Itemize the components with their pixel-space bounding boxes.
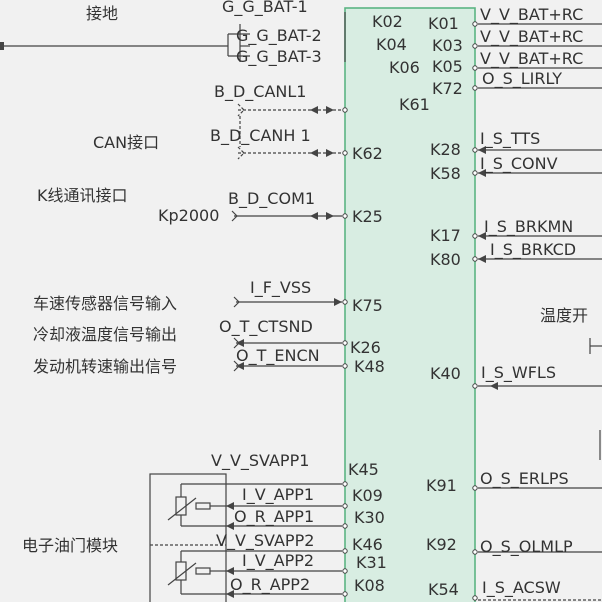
pin-k75: K75 — [352, 296, 383, 315]
left-signal-names: G_G_BAT-1 G_G_BAT-2 G_G_BAT-3 B_D_CANL1 … — [210, 0, 322, 595]
throttle-module-wiring — [149, 473, 348, 602]
signal-erlps: O_S_ERLPS — [480, 469, 569, 489]
signal-conv: I_S_CONV — [480, 154, 558, 174]
label-throttle-module: 电子油门模块 — [22, 536, 118, 555]
pin-k80: K80 — [430, 250, 461, 269]
signal-tts: I_S_TTS — [480, 129, 540, 149]
label-engine-speed: 发动机转速输出信号 — [33, 357, 177, 376]
signal-app1: I_V_APP1 — [242, 485, 314, 505]
signal-canl1: B_D_CANL1 — [214, 82, 306, 102]
pin-k54: K54 — [428, 580, 459, 599]
pin-k92: K92 — [426, 535, 457, 554]
pin-k03: K03 — [432, 36, 463, 55]
pin-k46: K46 — [352, 535, 383, 554]
signal-svapp1: V_V_SVAPP1 — [211, 451, 309, 471]
signal-rapp1: O_R_APP1 — [234, 507, 314, 527]
signal-gbat2: G_G_BAT-2 — [236, 26, 322, 46]
pin-k28: K28 — [430, 140, 461, 159]
right-labels: 温度开 — [540, 306, 588, 325]
signal-vbat-rc-1: V_V_BAT+RC — [480, 5, 583, 25]
signal-svapp2: V_V_SVAPP2 — [216, 531, 314, 551]
pin-k45: K45 — [348, 460, 379, 479]
can-wiring — [237, 103, 348, 160]
pin-k09: K09 — [352, 486, 383, 505]
signal-vbat-rc-2: V_V_BAT+RC — [480, 27, 583, 47]
pin-k06: K06 — [389, 58, 420, 77]
pin-k26: K26 — [350, 338, 381, 357]
signal-encn: O_T_ENCN — [236, 346, 320, 366]
signal-olmlp: O_S_OLMLP — [480, 537, 573, 557]
label-temp-switch: 温度开 — [540, 306, 588, 325]
right-pin-labels: K01 K03 K05 K72 K28 K58 K17 K80 K40 K91 … — [426, 14, 463, 599]
signal-brkmn: I_S_BRKMN — [484, 217, 573, 237]
pin-k31: K31 — [356, 553, 387, 572]
pin-k40: K40 — [430, 364, 461, 383]
signal-ctsnd: O_T_CTSND — [219, 317, 313, 337]
left-pin-labels: K02 K04 K06 K61 K62 K25 K75 K26 K48 K45 … — [348, 12, 430, 595]
signal-rapp2: O_R_APP2 — [230, 575, 310, 595]
pin-k72: K72 — [432, 79, 463, 98]
label-vss: 车速传感器信号输入 — [33, 294, 177, 313]
right-signal-names: V_V_BAT+RC V_V_BAT+RC V_V_BAT+RC O_S_LIR… — [480, 5, 583, 598]
signal-vss: I_F_VSS — [250, 278, 311, 298]
signal-brkcd: I_S_BRKCD — [490, 240, 576, 260]
signal-acsw: I_S_ACSW — [482, 578, 561, 598]
sensor-wiring — [233, 296, 348, 372]
right-wiring — [472, 21, 602, 601]
signal-wfls: I_S_WFLS — [481, 363, 556, 383]
left-labels: 接地 CAN接口 K线通讯接口 Kp2000 车速传感器信号输入 冷却液温度信号… — [22, 4, 219, 555]
pin-k01: K01 — [428, 14, 459, 33]
signal-gbat3: G_G_BAT-3 — [236, 47, 322, 67]
pin-k05: K05 — [432, 57, 463, 76]
signal-com1: B_D_COM1 — [228, 189, 315, 209]
signal-vbat-rc-3: V_V_BAT+RC — [480, 49, 583, 69]
pin-k62: K62 — [352, 144, 383, 163]
kline-wiring — [231, 210, 348, 222]
ecu-module-box — [344, 7, 476, 602]
label-coolant: 冷却液温度信号输出 — [33, 325, 177, 344]
ground-wiring — [0, 12, 346, 62]
pin-k04: K04 — [376, 35, 407, 54]
pin-k02: K02 — [372, 12, 403, 31]
pin-k25: K25 — [352, 207, 383, 226]
pin-k61: K61 — [399, 95, 430, 114]
pin-k30: K30 — [354, 508, 385, 527]
pin-k91: K91 — [426, 476, 457, 495]
pin-k08: K08 — [354, 576, 385, 595]
label-kp2000: Kp2000 — [158, 206, 219, 225]
label-can: CAN接口 — [93, 133, 159, 152]
label-kline: K线通讯接口 — [37, 186, 128, 205]
pin-k48: K48 — [354, 357, 385, 376]
signal-lirly: O_S_LIRLY — [482, 69, 562, 89]
pin-k58: K58 — [430, 164, 461, 183]
signal-gbat1: G_G_BAT-1 — [222, 0, 308, 17]
signal-canh1: B_D_CANH 1 — [210, 126, 311, 146]
label-ground: 接地 — [86, 4, 118, 23]
pin-k17: K17 — [430, 226, 461, 245]
signal-app2: I_V_APP2 — [242, 551, 314, 571]
